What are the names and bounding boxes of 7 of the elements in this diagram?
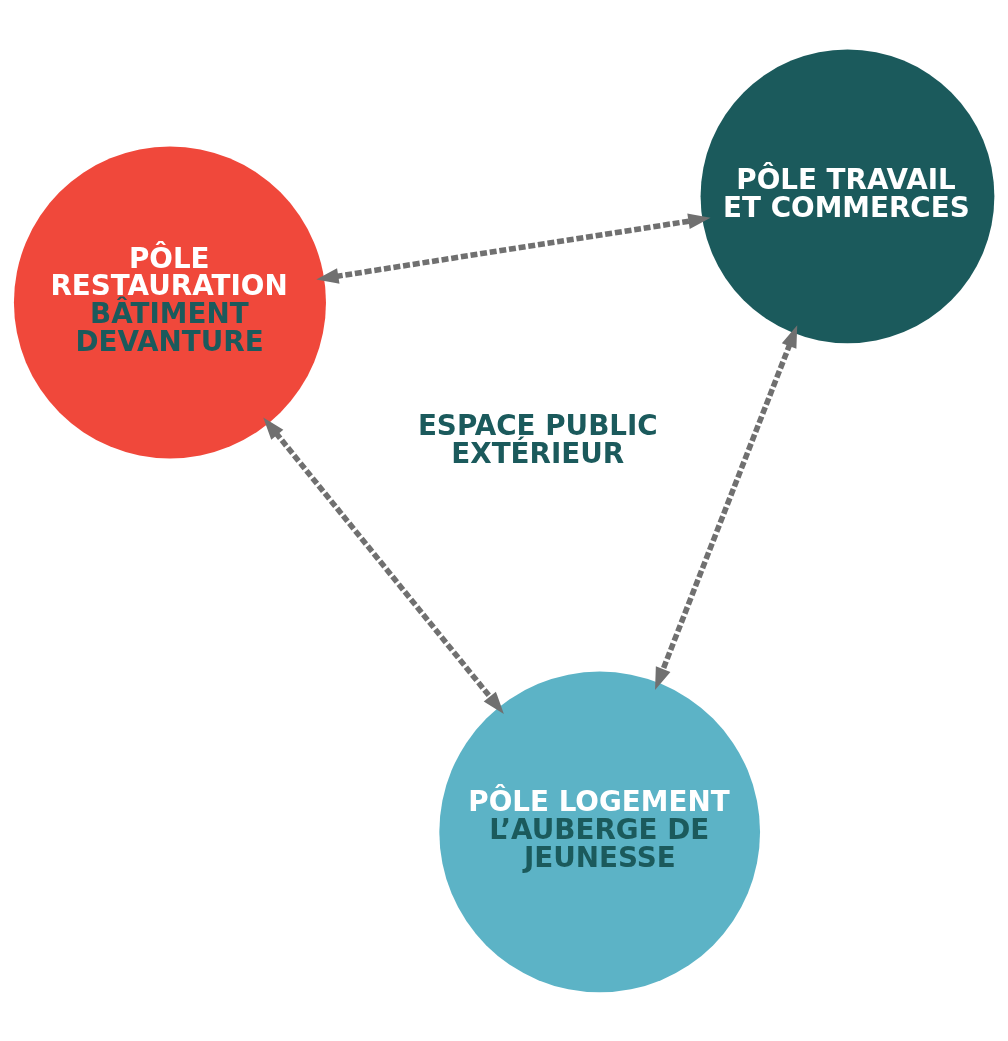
arrow xyxy=(263,416,504,714)
arrow xyxy=(316,213,711,284)
node-circle: PÔLE TRAVAIL ET COMMERCES xyxy=(700,48,995,343)
node-circle: PÔLE RESTAURATION BÂTIMENT DEVANTURE xyxy=(13,145,326,458)
arrow xyxy=(655,324,798,690)
label: ESPACE PUBLIC EXTÉRIEUR xyxy=(417,408,658,470)
node-circle: PÔLE LOGEMENT L’AUBERGE DE JEUNESSE xyxy=(439,671,761,992)
